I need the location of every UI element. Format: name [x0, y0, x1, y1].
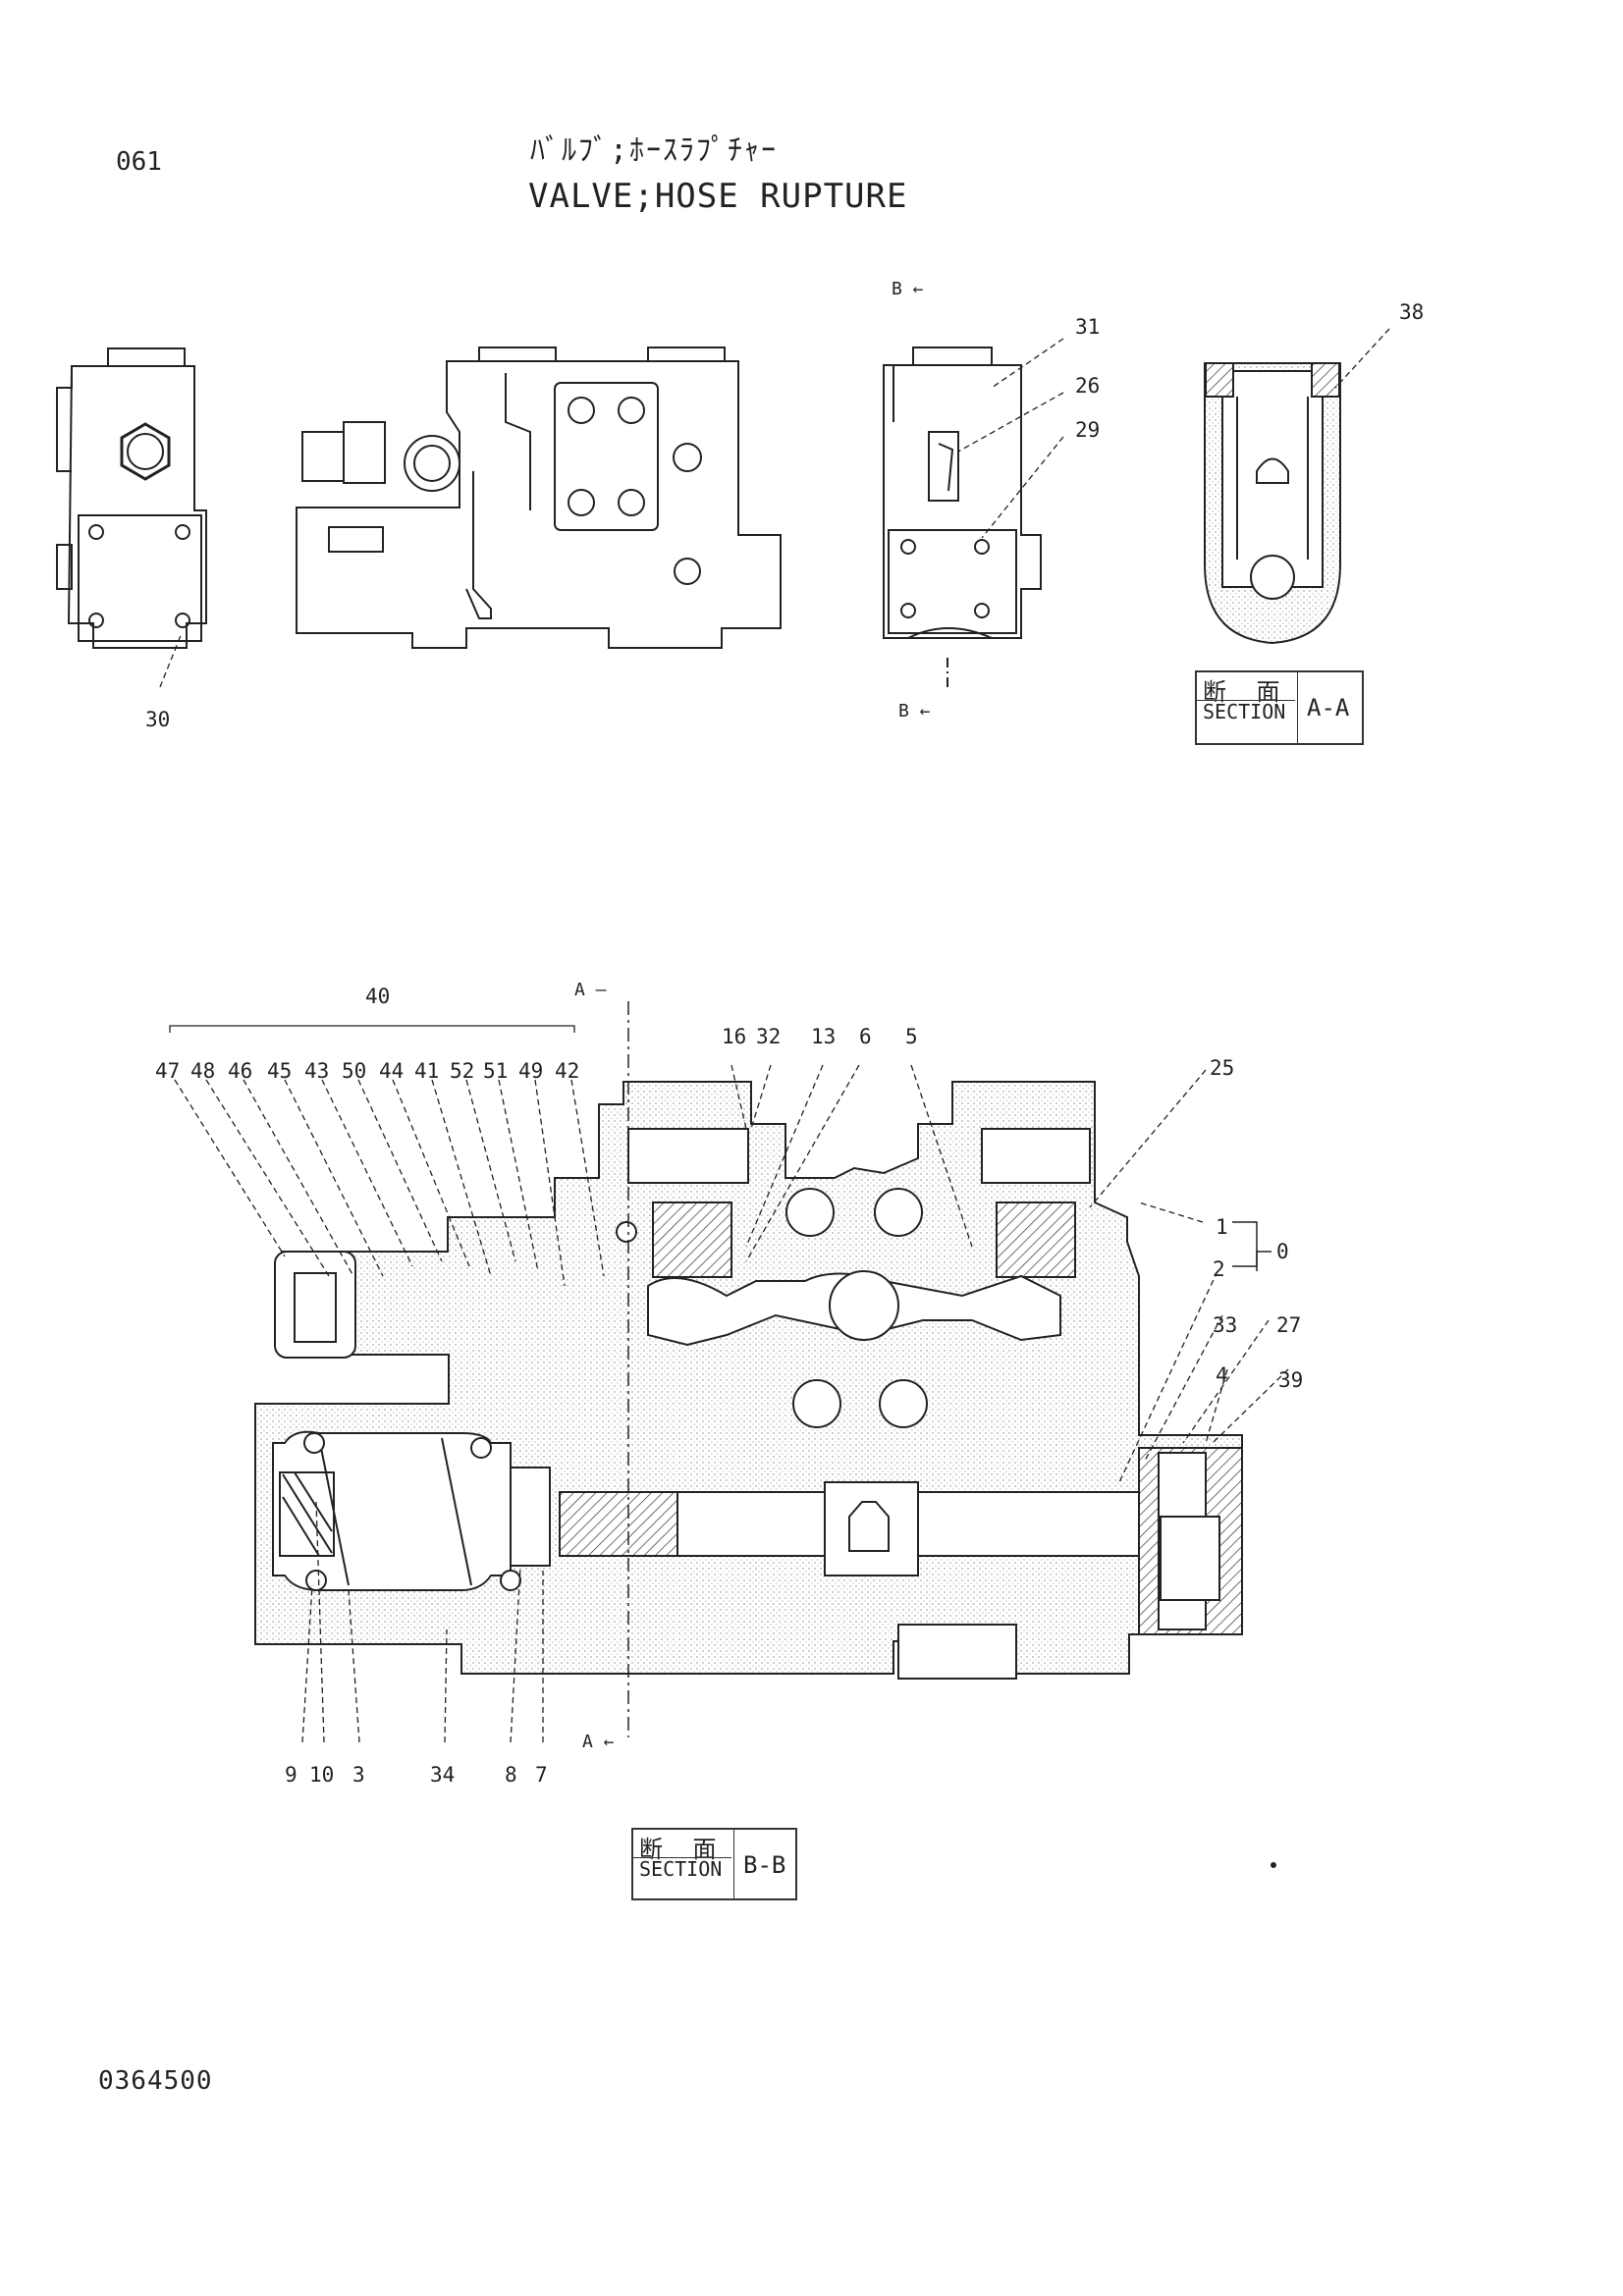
callout-48: 48 — [190, 1059, 215, 1083]
section-bb-vdivider — [733, 1830, 734, 1898]
callout-7: 7 — [535, 1763, 548, 1787]
callout-44: 44 — [379, 1059, 404, 1083]
section-aa-id: A-A — [1307, 694, 1350, 721]
callout-16: 16 — [722, 1025, 746, 1048]
section-aa-label-jp: 断 面 — [1203, 678, 1288, 706]
callout-52: 52 — [450, 1059, 474, 1083]
section-aa-divider — [1197, 700, 1295, 701]
callout-39: 39 — [1278, 1368, 1303, 1392]
callout-9: 9 — [285, 1763, 298, 1787]
callout-5: 5 — [905, 1025, 918, 1048]
section-aa-view — [1204, 362, 1341, 645]
section-mark-b-top: B ← — [892, 279, 924, 299]
leader-lines-bb — [169, 1025, 1289, 1743]
callout-32: 32 — [756, 1025, 781, 1048]
callout-34: 34 — [430, 1763, 455, 1787]
title-english: VALVE;HOSE RUPTURE — [528, 177, 908, 216]
callout-10: 10 — [309, 1763, 334, 1787]
side-view — [56, 347, 207, 649]
callout-2: 2 — [1213, 1257, 1225, 1281]
section-bb-view — [254, 1001, 1243, 1737]
callout-47: 47 — [155, 1059, 180, 1083]
callout-46: 46 — [228, 1059, 252, 1083]
section-bb-id: B-B — [743, 1851, 786, 1879]
callout-50: 50 — [342, 1059, 366, 1083]
callout-42: 42 — [555, 1059, 579, 1083]
callout-29: 29 — [1075, 418, 1100, 442]
callout-33: 33 — [1213, 1313, 1237, 1337]
callout-6: 6 — [859, 1025, 872, 1048]
callout-40: 40 — [365, 985, 390, 1008]
callout-8: 8 — [505, 1763, 517, 1787]
callout-43: 43 — [304, 1059, 329, 1083]
callout-25: 25 — [1210, 1056, 1234, 1080]
callout-45: 45 — [267, 1059, 292, 1083]
section-mark-b-bottom: B ← — [898, 701, 931, 721]
section-bb-divider — [633, 1857, 731, 1858]
callout-3: 3 — [352, 1763, 365, 1787]
callout-49: 49 — [518, 1059, 543, 1083]
callout-4: 4 — [1216, 1363, 1228, 1387]
callout-13: 13 — [811, 1025, 836, 1048]
callout-38: 38 — [1399, 300, 1424, 324]
callout-1: 1 — [1216, 1215, 1228, 1239]
title-japanese: ﾊﾞﾙﾌﾞ;ﾎｰｽﾗﾌﾟﾁｬｰ — [530, 133, 779, 168]
section-mark-a-top: A — — [574, 980, 607, 1000]
section-bb-label-jp: 断 面 — [639, 1836, 725, 1863]
callout-26: 26 — [1075, 374, 1100, 398]
front-view — [296, 347, 782, 649]
callout-41: 41 — [414, 1059, 439, 1083]
section-label-bb: 断 面 SECTION B-B — [631, 1828, 797, 1900]
section-aa-label-en: SECTION — [1203, 700, 1286, 723]
page-number: 061 — [116, 147, 162, 177]
section-bb-label-en: SECTION — [639, 1857, 723, 1881]
callout-0: 0 — [1276, 1240, 1289, 1263]
callout-27: 27 — [1276, 1313, 1301, 1337]
section-aa-vdivider — [1297, 672, 1298, 743]
end-view — [883, 347, 1042, 687]
callout-30: 30 — [145, 708, 170, 731]
section-label-aa: 断 面 SECTION A-A — [1195, 670, 1364, 745]
callout-51: 51 — [483, 1059, 508, 1083]
document-number: 0364500 — [98, 2066, 213, 2096]
leader-lines-top — [159, 328, 1390, 688]
section-mark-a-bottom: A ← — [582, 1732, 615, 1752]
callout-31: 31 — [1075, 315, 1100, 339]
